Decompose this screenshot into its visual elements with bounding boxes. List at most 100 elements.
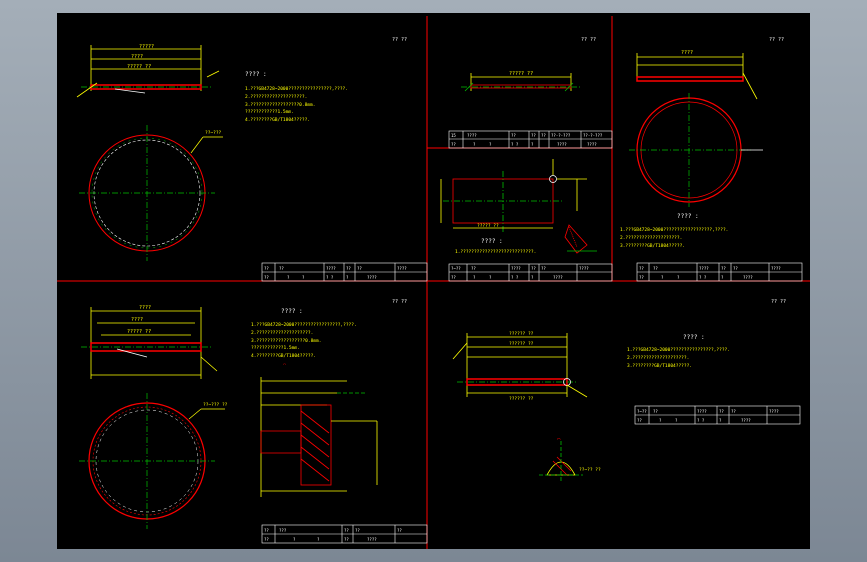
panel-d-tb-2-3: ? [677,275,680,280]
panel-c-tb-2-3: ? [489,275,492,280]
panel-a-tb-2-4: ? ? [326,275,334,280]
panel-a-tb-1-4: ?? [346,266,351,271]
panel-d-corner: ?? ?? [769,37,784,43]
panel-e-tb-1-5: ?? [397,528,402,533]
panel-c-tb-1-2: ?? [471,266,476,271]
panel-f-tb-1-1: ?~?? [637,409,647,414]
panel-f-tb-1-2: ?? [653,409,658,414]
panel-d-note-3: 3.????????GB/T1804?????. [620,243,685,249]
panel-f-corner: ?? ?? [771,299,786,305]
drawing-sheet: ?? ?? ????? ???? ????? ?? ???? : 1.???GB… [57,13,810,549]
panel-f-detail-label: ??~?? ?? [579,467,601,473]
panel-a: ?? ?? ????? ???? ????? ?? ???? : 1.???GB… [76,37,428,282]
panel-b-tb-1-1: 15 [451,133,456,138]
panel-f-dim-2: ?????? ?? [509,341,534,347]
panel-b-tb-2-4: ? ? [511,142,519,147]
panel-f-tb-2-5: ? [719,418,722,423]
panel-d-tb-2-4: ? ? [699,275,707,280]
panel-e-corner: ?? ?? [392,299,407,305]
panel-d-tb-1-6: ???? [771,266,781,271]
panel-a-callout: ??~??? [205,130,222,136]
panel-b-tb-1-4: ?? [531,133,536,138]
panel-e-tb-1-2: ??? [279,528,287,533]
panel-d-note-title: ???? : [677,213,699,220]
panel-e-note-2: 2.????????????????????. [251,330,313,336]
panel-b-tb-1-2: ???? [467,133,477,138]
panel-a-dim-2: ???? [131,54,143,60]
panel-d-tb-2-5: ? [721,275,724,280]
panel-f-note-3: 3.????????GB/T1804?????. [627,363,692,369]
panel-b-tb-2-3: ? [489,142,492,147]
panel-e-tb-1-1: ?? [264,528,269,533]
panel-d-tb-1-3: ???? [699,266,709,271]
panel-e-tb-2-5: ???? [367,537,377,542]
panel-f-detail-marker: ⌒ [557,436,561,443]
panel-d-tb-1-5: ?? [733,266,738,271]
panel-e-tb-1-3: ?? [344,528,349,533]
panel-c-note-1: 1.???????????????????????????. [455,249,536,255]
panel-borders [57,16,810,549]
panel-a-corner: ?? ?? [392,37,407,43]
panel-a-note-title: ???? : [245,71,267,78]
panel-e-dim-2: ???? [131,317,143,323]
panel-c-tb-2-6: ???? [553,275,563,280]
panel-c-tb-1-5: ?? [541,266,546,271]
panel-d-tb-2-1: ?? [639,275,644,280]
panel-a-dim-1: ????? [139,44,154,50]
panel-f-tb-1-5: ?? [731,409,736,414]
panel-c: ????? ?? ???? : 1.??????????????????????… [440,159,613,282]
panel-c-tb-2-4: ? ? [511,275,519,280]
panel-d-note-2: 2.????????????????????. [620,235,682,241]
panel-c-dim: ????? ?? [477,223,499,229]
panel-c-tb-2-2: ? [473,275,476,280]
panel-f-note-title: ???? : [683,334,705,341]
panel-f-tb-1-3: ???? [697,409,707,414]
panel-c-tb-1-3: ???? [511,266,521,271]
panel-b-tb-2-5: ? [531,142,534,147]
panel-f-tb-2-6: ???? [741,418,751,423]
panel-f-tb-2-2: ? [659,418,662,423]
panel-a-note-5: 4.????????GB/T1804?????. [245,117,310,123]
panel-a-tb-1-5: ?? [357,266,362,271]
panel-a-note-2: 2.????????????????????. [245,94,307,100]
panel-d-tb-2-6: ???? [743,275,753,280]
panel-a-tb-2-5: ? [346,275,349,280]
panel-b-tb-1-7: ??-?-??? [583,133,603,138]
panel-d-tb-1-1: ?? [639,266,644,271]
panel-f-tb-2-1: ?? [637,418,642,423]
panel-a-tb-1-1: ?? [264,266,269,271]
panel-e-detail-marker: ⌒ [283,362,286,368]
panel-b-dim: ????? ?? [509,71,533,77]
panel-e-tb-2-4: ?? [344,537,349,542]
panel-e-note-3: 3.??????????????????0.8mm. [251,338,321,344]
panel-f-tb-2-4: ? ? [697,418,705,423]
panel-a-tb-1-6: ???? [397,266,407,271]
cad-drawing: ?? ?? ????? ???? ????? ?? ???? : 1.???GB… [57,16,810,549]
panel-e-tb-1-4: ?? [355,528,360,533]
panel-a-tb-2-1: ?? [264,275,269,280]
panel-f-dim-3: ?????? ?? [509,396,534,402]
panel-f-tb-1-6: ???? [769,409,779,414]
panel-b: ?? ?? ????? ?? 15 ???? ?? ?? ?? [448,37,613,149]
panel-a-tb-2-2: ? [287,275,290,280]
panel-f-tb-2-3: ? [675,418,678,423]
panel-e-dim-1: ???? [139,305,151,311]
panel-c-tb-1-1: ?~?? [451,266,461,271]
panel-b-tb-1-3: ?? [511,133,516,138]
panel-e-callout: ??~??? ?? [203,402,228,408]
panel-a-tb-1-2: ?? [279,266,284,271]
panel-d-dim: ???? [681,50,693,56]
panel-a-note-3: 3.??????????????????0.8mm. [245,102,315,108]
panel-f: ?? ?? ?????? ?? ?????? ?? ?????? ?? ⌒ ??… [452,299,801,483]
panel-b-tb-2-2: ? [473,142,476,147]
panel-b-tb-2-1: ?? [451,142,456,147]
panel-d-tb-1-2: ?? [653,266,658,271]
panel-a-dim-3: ????? ?? [127,64,151,70]
panel-f-dim-1: ?????? ?? [509,331,534,337]
panel-b-tb-2-6: ???? [557,142,567,147]
panel-b-corner: ?? ?? [581,37,596,43]
panel-f-note-2: 2.????????????????????. [627,355,689,361]
panel-e-note-title: ???? : [281,308,303,315]
panel-b-tb-1-6: ??-?-??? [551,133,571,138]
panel-e-dim-3: ????? ?? [127,329,151,335]
